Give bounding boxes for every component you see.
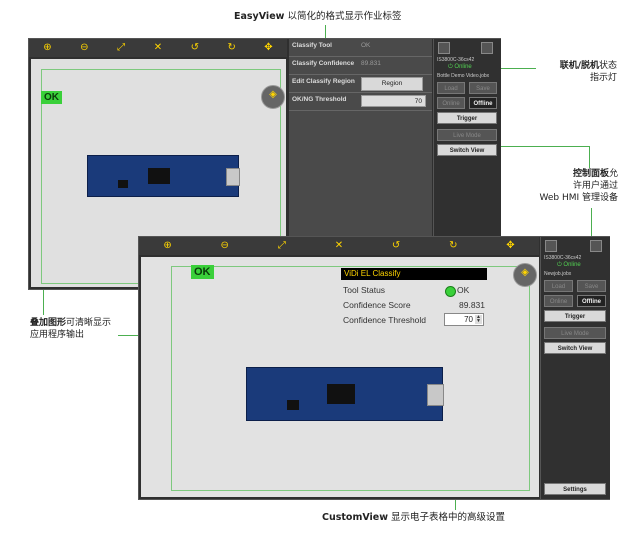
info-icon[interactable] bbox=[481, 42, 493, 54]
save-button[interactable]: Save bbox=[469, 82, 497, 94]
trigger-button[interactable]: Trigger bbox=[544, 310, 606, 322]
zoom-out-icon[interactable]: ⊖ bbox=[220, 240, 229, 251]
region-button[interactable]: Region bbox=[361, 77, 423, 91]
fit-icon[interactable]: ⤢ bbox=[117, 42, 126, 53]
edit-region-label: Edit Classify Region bbox=[292, 78, 355, 85]
callout-line-panel-h bbox=[498, 146, 589, 147]
redo-icon[interactable]: ↻ bbox=[449, 240, 458, 251]
spinner-arrows-icon[interactable]: ▲▼ bbox=[475, 314, 482, 324]
expand-icon[interactable]: ✕ bbox=[334, 240, 344, 251]
zoom-out-icon[interactable]: ⊖ bbox=[80, 42, 89, 53]
offline-button[interactable]: Offline bbox=[577, 295, 606, 307]
online-indicator: ⏻ Online bbox=[557, 262, 581, 268]
image-toolbar: ⊕ ⊖ ⤢ ✕ ↺ ↻ ✥ bbox=[139, 237, 539, 255]
tool-status-label: Tool Status bbox=[343, 285, 386, 295]
tool-status-value: OK bbox=[457, 285, 470, 295]
confidence-threshold-label: Confidence Threshold bbox=[343, 315, 427, 325]
pan-navigator-icon[interactable]: ◈ bbox=[513, 263, 537, 287]
ok-badge: OK bbox=[41, 91, 62, 104]
job-name: Newjob.jobx bbox=[544, 271, 572, 277]
confidence-score-label: Confidence Score bbox=[343, 300, 411, 310]
status-ok-icon bbox=[445, 286, 456, 297]
ok-badge: OK bbox=[191, 265, 214, 279]
move-icon[interactable]: ✥ bbox=[264, 42, 273, 53]
confidence-score-value: 89.831 bbox=[459, 300, 485, 310]
device-name: IS3800C-36cs42 bbox=[544, 255, 582, 261]
live-mode-button[interactable]: Live Mode bbox=[544, 327, 606, 339]
circuit-board-image bbox=[246, 367, 444, 421]
threshold-value: 70 bbox=[464, 315, 473, 324]
row-edit-region: Edit Classify Region Region bbox=[289, 75, 432, 93]
device-name: IS3800C-36cs42 bbox=[437, 57, 475, 63]
trigger-button[interactable]: Trigger bbox=[437, 112, 497, 124]
caption-online-status: 联机/脱机状态指示灯 bbox=[559, 61, 617, 83]
job-name: Bottle Demo Video.jobx bbox=[437, 73, 490, 79]
control-panel: IS3800C-36cs42 ⏻ Online Newjob.jobx Load… bbox=[540, 237, 610, 499]
move-icon[interactable]: ✥ bbox=[506, 240, 515, 251]
caption-customview: CustomView 显示电子表格中的高级设置 bbox=[322, 512, 506, 523]
pan-navigator-icon[interactable]: ◈ bbox=[261, 85, 285, 109]
switch-view-button[interactable]: Switch View bbox=[544, 342, 606, 354]
minimize-icon[interactable] bbox=[545, 240, 557, 252]
online-status-text: Online bbox=[563, 262, 581, 268]
callout-line-panel-v bbox=[589, 146, 590, 168]
settings-button[interactable]: Settings bbox=[544, 483, 606, 495]
tool-header: ViDi EL Classify bbox=[341, 268, 487, 280]
customview-screen: ⊕ ⊖ ⤢ ✕ ↺ ↻ ✥ OK ◈ ViDi EL Classify Tool… bbox=[138, 236, 610, 500]
fit-icon[interactable]: ⤢ bbox=[277, 240, 286, 251]
caption-overlay: 叠加图形可清晰显示应用程序输出 bbox=[30, 318, 112, 340]
classify-tool-value: OK bbox=[361, 42, 371, 49]
caption-easyview: EasyView 以简化的格式显示作业标签 bbox=[234, 11, 402, 22]
load-button[interactable]: Load bbox=[544, 280, 573, 292]
row-threshold: OK/NG Threshold 70 bbox=[289, 93, 432, 111]
threshold-input[interactable]: 70 bbox=[361, 95, 426, 107]
save-button[interactable]: Save bbox=[577, 280, 606, 292]
callout-line-top bbox=[325, 25, 326, 40]
undo-icon[interactable]: ↺ bbox=[190, 42, 199, 53]
circuit-board-image bbox=[87, 155, 240, 197]
threshold-stepper[interactable]: 70 ▲▼ bbox=[444, 313, 484, 326]
image-viewport[interactable]: OK ◈ ViDi EL Classify Tool Status OK Con… bbox=[141, 257, 539, 497]
image-toolbar: ⊕ ⊖ ⤢ ✕ ↺ ↻ ✥ bbox=[29, 39, 287, 57]
offline-button[interactable]: Offline bbox=[469, 97, 497, 109]
online-indicator: ⏻ Online bbox=[448, 64, 472, 70]
threshold-label: OK/NG Threshold bbox=[292, 96, 347, 103]
zoom-in-icon[interactable]: ⊕ bbox=[163, 240, 172, 251]
expand-icon[interactable]: ✕ bbox=[153, 42, 163, 53]
undo-icon[interactable]: ↺ bbox=[391, 240, 401, 251]
switch-view-button[interactable]: Switch View bbox=[437, 144, 497, 156]
load-button[interactable]: Load bbox=[437, 82, 465, 94]
live-mode-button[interactable]: Live Mode bbox=[437, 129, 497, 141]
callout-line-online bbox=[478, 68, 536, 69]
overlay-region bbox=[171, 266, 530, 491]
classify-confidence-label: Classify Confidence bbox=[292, 60, 355, 67]
online-status-text: Online bbox=[454, 64, 472, 70]
row-classify-confidence: Classify Confidence 89.831 bbox=[289, 57, 432, 75]
online-button[interactable]: Online bbox=[544, 295, 573, 307]
redo-icon[interactable]: ↻ bbox=[227, 42, 236, 53]
row-classify-tool: Classify Tool OK bbox=[289, 39, 432, 57]
online-button[interactable]: Online bbox=[437, 97, 465, 109]
classify-confidence-value: 89.831 bbox=[361, 60, 381, 67]
classify-tool-label: Classify Tool bbox=[292, 42, 332, 49]
minimize-icon[interactable] bbox=[438, 42, 450, 54]
info-icon[interactable] bbox=[590, 240, 602, 252]
zoom-in-icon[interactable]: ⊕ bbox=[43, 42, 52, 53]
